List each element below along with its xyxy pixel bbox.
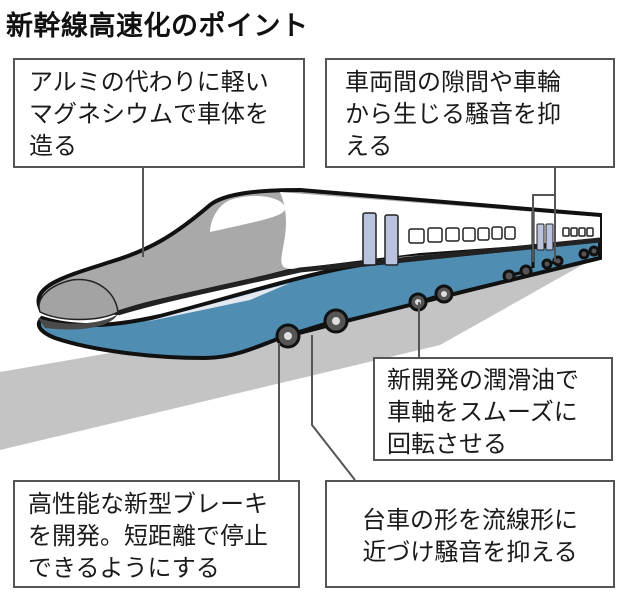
callout-brake: 高性能な新型ブレーキ を開発。短距離で停止 できるようにする: [13, 480, 300, 588]
callout-lubricant-axle: 新開発の潤滑油で 車軸をスムーズに 回転させる: [373, 357, 613, 461]
callout-line: から生じる騒音を抑: [345, 100, 561, 128]
door-1: [362, 212, 377, 266]
page-title: 新幹線高速化のポイント: [6, 11, 309, 42]
callout-line: 新開発の潤滑油で: [387, 366, 579, 394]
wheels: [275, 245, 600, 349]
leader-lines: [142, 168, 556, 481]
windows: [408, 226, 594, 244]
callout-magnesium-body: アルミの代わりに軽い マグネシウムで車体を 造る: [13, 58, 305, 168]
callout-line: アルミの代わりに軽い: [29, 68, 269, 96]
train-dark-stripe: [117, 237, 601, 316]
callout-bogie-streamline: 台車の形を流線形に 近づけ騒音を抑える: [325, 480, 615, 588]
body-highlight: [145, 283, 290, 322]
callout-line: 近づけ騒音を抑える: [362, 538, 578, 566]
door-3: [536, 223, 545, 251]
callout-line: 造る: [29, 132, 77, 160]
callout-noise-between-cars: 車両間の隙間や車輪 から生じる騒音を抑 える: [325, 58, 615, 168]
callout-line: 回転させる: [387, 430, 507, 458]
callout-line: できるようにする: [28, 554, 220, 582]
callout-line: 台車の形を流線形に: [362, 506, 578, 534]
nose-lower: [38, 314, 118, 330]
callout-line: を開発。短距離で停止: [28, 522, 268, 550]
callout-line: 車両間の隙間や車輪: [345, 68, 561, 96]
door-4: [545, 223, 554, 251]
cockpit-window: [210, 195, 286, 232]
callout-line: 車軸をスムーズに: [387, 398, 578, 426]
callout-line: マグネシウムで車体を: [29, 100, 269, 128]
nose-tip: [38, 278, 119, 321]
door-2: [384, 214, 399, 266]
callout-line: 高性能な新型ブレーキ: [28, 490, 268, 518]
callout-line: える: [345, 132, 393, 160]
